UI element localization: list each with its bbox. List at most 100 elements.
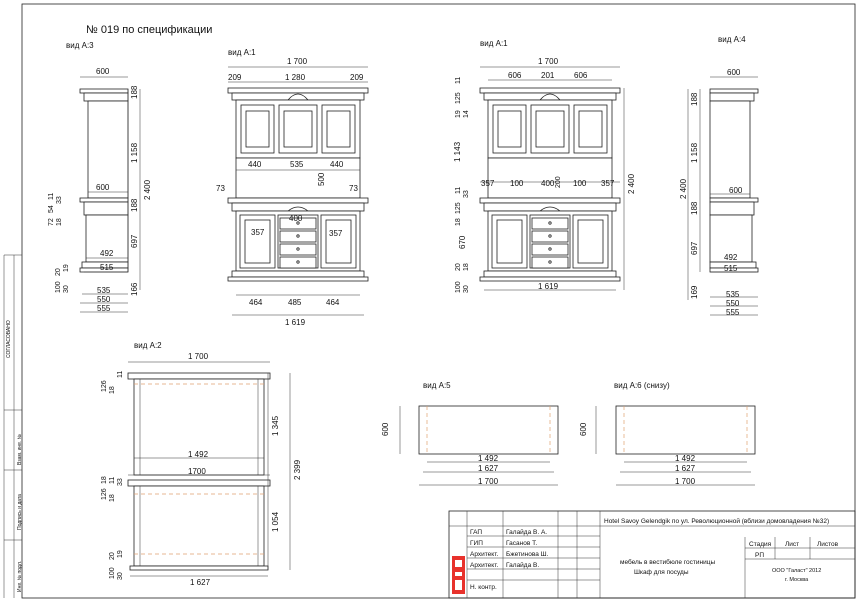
- dim-a1l-485: 485: [288, 298, 302, 307]
- dim-a2-11: 11: [117, 371, 124, 378]
- dim-a1r-400: 400: [541, 179, 555, 188]
- dim-a2-18b: 18: [101, 476, 108, 484]
- dim-a3-side-11: 11: [48, 193, 55, 200]
- dim-a1r-670: 670: [458, 235, 467, 249]
- tb-city: г. Москва: [785, 577, 809, 583]
- dim-a4-600a: 600: [727, 68, 741, 77]
- dim-a1r-18: 18: [455, 218, 462, 226]
- dim-a1l-1619: 1 619: [285, 318, 306, 327]
- dim-a1l-357a: 357: [251, 228, 265, 237]
- dim-a2-126b: 126: [101, 488, 108, 500]
- tb-role-2: Архитект.: [470, 551, 498, 558]
- dim-a2-100: 100: [109, 567, 116, 579]
- view-label-a1-left: вид А:1: [228, 48, 256, 57]
- dim-a4-2400: 2 400: [679, 178, 688, 199]
- tb-role-1: ГИП: [470, 540, 483, 547]
- dim-a1r-201: 201: [541, 71, 555, 80]
- dim-a5-1492: 1 492: [478, 454, 499, 463]
- tb-role-4: Н. контр.: [470, 584, 497, 591]
- view-a5: вид А:5 600 1 492 1 627 1 700: [381, 381, 559, 486]
- view-a4: вид А:4 600 188 1 158 2 400 600 188 697 …: [679, 35, 759, 317]
- dim-a4-600b: 600: [729, 186, 743, 195]
- dim-a3-550: 550: [97, 295, 111, 304]
- tb-name-1: Гасанов Т.: [506, 540, 537, 547]
- sheet-title: № 019 по спецификации: [86, 24, 212, 36]
- dim-a1l-357b: 357: [329, 229, 343, 238]
- view-label-a5: вид А:5: [423, 381, 451, 390]
- dim-a2-1627: 1 627: [190, 578, 211, 587]
- view-a1-right: вид А:1 1 700 606: [453, 39, 636, 293]
- dim-a1l-1700: 1 700: [287, 57, 308, 66]
- view-a1-left: вид А:1: [216, 48, 369, 327]
- dim-a1l-464b: 464: [326, 298, 340, 307]
- dim-a3-492: 492: [100, 249, 114, 258]
- dim-a2-19: 19: [117, 550, 124, 558]
- dim-a2-1492: 1 492: [188, 450, 209, 459]
- dim-a1r-11b: 11: [455, 187, 462, 194]
- dim-a4-1158: 1 158: [690, 142, 699, 163]
- view-a2: вид А:2 1 700 1 492 1700 1 627 1 345 2 3…: [101, 341, 302, 587]
- dim-a1r-606a: 606: [508, 71, 522, 80]
- stamp-sign-date: Подпись и дата: [17, 494, 23, 530]
- dim-a6-600: 600: [579, 422, 588, 436]
- view-label-a1-right: вид А:1: [480, 39, 508, 48]
- dim-a1r-14: 14: [463, 110, 470, 118]
- dim-a3-515: 515: [100, 263, 114, 272]
- dim-a3-h2400: 2 400: [143, 179, 152, 200]
- dim-a3-mid-width: 600: [96, 183, 110, 192]
- dim-a1r-100b: 100: [573, 179, 587, 188]
- dim-a4-515: 515: [724, 264, 738, 273]
- dim-a1r-1619: 1 619: [538, 282, 559, 291]
- dim-a1r-1143: 1 143: [453, 141, 462, 162]
- dim-a3-side-20: 20: [55, 268, 62, 276]
- dim-a1l-209b: 209: [350, 73, 364, 82]
- tb-sheets-label: Листов: [817, 541, 839, 548]
- dim-a4-550: 550: [726, 299, 740, 308]
- dim-a4-169: 169: [690, 285, 699, 299]
- dim-a3-side-18: 18: [56, 218, 63, 226]
- dim-a1l-464a: 464: [249, 298, 263, 307]
- dim-a3-535: 535: [97, 286, 111, 295]
- dim-a1l-209a: 209: [228, 73, 242, 82]
- tb-stage-label: Стадия: [749, 541, 772, 548]
- dim-a4-492: 492: [724, 253, 738, 262]
- dim-a2-1700: 1 700: [188, 352, 209, 361]
- dim-a4-188: 188: [690, 92, 699, 106]
- dim-a4-188b: 188: [690, 201, 699, 215]
- dim-a6-1700: 1 700: [675, 477, 696, 486]
- dim-a4-555: 555: [726, 308, 740, 317]
- dim-a1r-20: 20: [455, 263, 462, 271]
- dim-a4-535: 535: [726, 290, 740, 299]
- dim-a3-h188-mid: 188: [130, 198, 139, 212]
- tb-role-0: ГАП: [470, 529, 482, 536]
- dim-a3-h697: 697: [130, 234, 139, 248]
- dim-a1l-535: 535: [290, 160, 304, 169]
- dim-a3-h188-top: 188: [130, 85, 139, 99]
- view-label-a3: вид А:3: [66, 41, 94, 50]
- dim-a2-18c: 18: [109, 494, 116, 502]
- dim-a2-1054: 1 054: [271, 511, 280, 532]
- tb-stage-value: РП: [755, 552, 764, 559]
- tb-name-2: Бжетинова Ш.: [506, 551, 549, 558]
- tb-role-3: Архитект.: [470, 562, 498, 569]
- dim-a1l-400: 400: [289, 214, 303, 223]
- dim-a2-2399: 2 399: [293, 459, 302, 480]
- tb-name-0: Галайда В. А.: [506, 528, 547, 536]
- stamp-agreed: СОГЛАСОВАНО: [6, 320, 12, 358]
- dim-a1r-357b: 357: [601, 179, 615, 188]
- dim-a5-1700: 1 700: [478, 477, 499, 486]
- dim-a1r-125a: 125: [455, 92, 462, 104]
- dim-a1l-440a: 440: [248, 160, 262, 169]
- dim-a2-33: 33: [117, 478, 124, 486]
- left-stamp-columns: СОГЛАСОВАНО Взам. инв. № Подпись и дата …: [3, 254, 23, 598]
- tb-project: Hotel Savoy Gelendgik по ул. Революционн…: [604, 517, 829, 525]
- stamp-inv: Взам. инв. №: [17, 434, 23, 465]
- view-a6: вид А:6 (снизу) 600 1 492 1 627 1 700: [579, 381, 756, 486]
- dim-a2-11b: 11: [109, 477, 116, 484]
- dim-a1r-125b: 125: [455, 202, 462, 214]
- dim-a3-top-width: 600: [96, 67, 110, 76]
- tb-desc-2: Шкаф для посуды: [634, 569, 689, 576]
- dim-a1r-606b: 606: [574, 71, 588, 80]
- dim-a1l-500: 500: [317, 172, 326, 186]
